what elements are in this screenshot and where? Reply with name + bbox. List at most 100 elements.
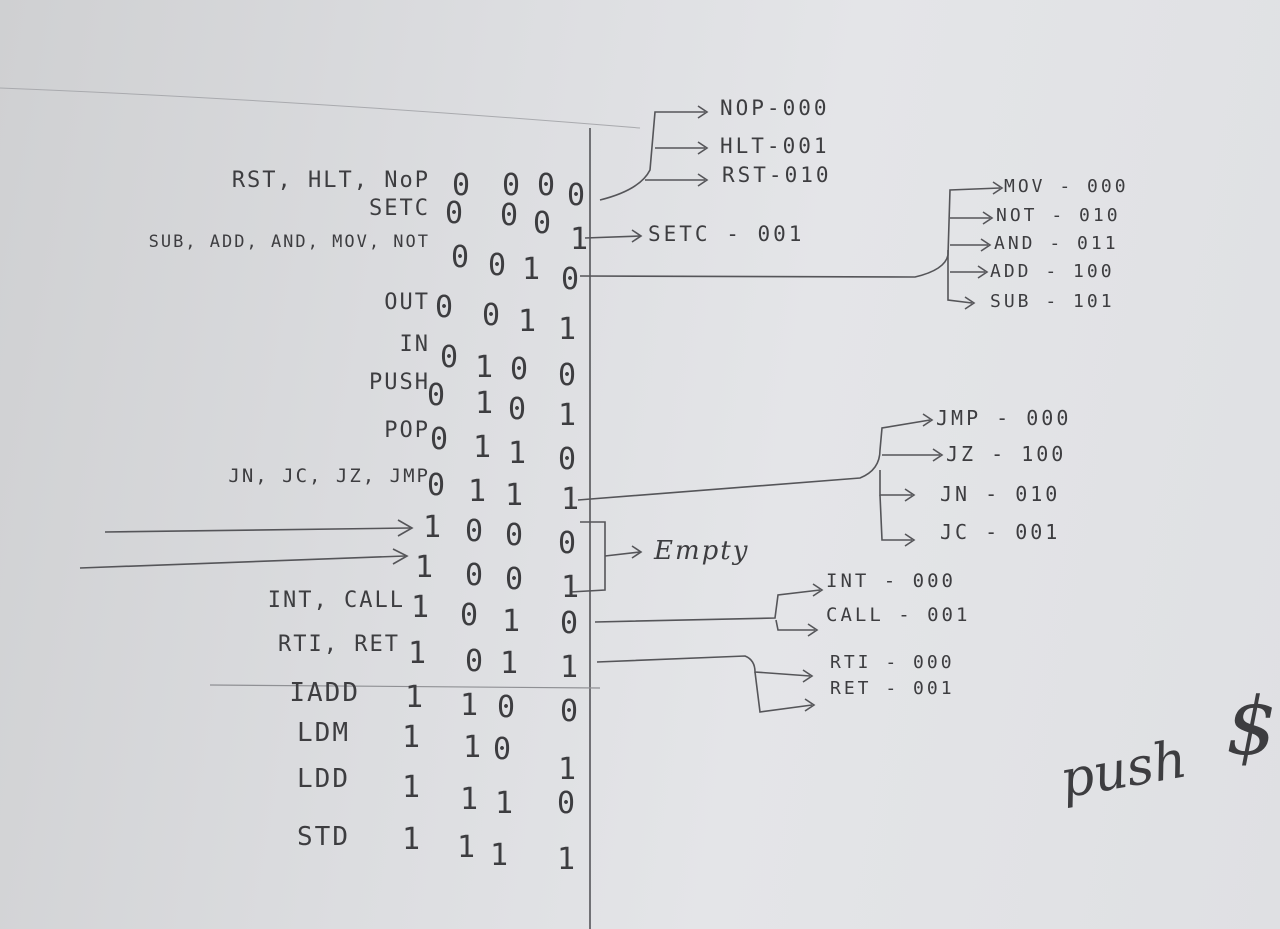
control-op: NOP-000 <box>720 96 830 120</box>
rti-ret-op: RET - 001 <box>830 678 955 699</box>
bit: 0 <box>566 178 588 213</box>
bit: 1 <box>459 688 481 723</box>
bit: 0 <box>556 786 578 821</box>
bit: 0 <box>481 298 503 333</box>
bit: 1 <box>472 430 494 465</box>
bit: 0 <box>492 732 514 767</box>
bit: 0 <box>507 392 529 427</box>
row-label: IADD <box>289 678 360 708</box>
bit: 1 <box>407 636 429 671</box>
jump-op: JN - 010 <box>940 482 1061 506</box>
row-label: RTI, RET <box>278 632 400 657</box>
row-label: IN <box>399 332 430 357</box>
row-label: LDD <box>297 764 350 794</box>
bit: 1 <box>557 398 579 433</box>
bit: 1 <box>517 304 539 339</box>
jump-op: JC - 001 <box>940 520 1061 544</box>
alu-op: NOT - 010 <box>996 205 1121 226</box>
bit: 0 <box>429 422 451 457</box>
bit: 1 <box>507 436 529 471</box>
bit: 1 <box>467 474 489 509</box>
bit: 0 <box>464 514 486 549</box>
bit: 0 <box>426 468 448 503</box>
control-op: RST-010 <box>722 163 832 187</box>
bit: 1 <box>462 730 484 765</box>
arrow-setc <box>584 235 641 239</box>
bit: 1 <box>557 752 579 787</box>
row-label: INT, CALL <box>267 588 405 613</box>
bit: 1 <box>414 550 436 585</box>
arrow-rti-ret <box>596 655 811 677</box>
bit: 0 <box>450 240 472 275</box>
bit: 0 <box>501 168 523 203</box>
bit: 1 <box>489 838 511 873</box>
jump-op: JMP - 000 <box>936 406 1072 430</box>
bit: 0 <box>536 168 558 203</box>
bit: 0 <box>499 198 521 233</box>
row-label: OUT <box>384 290 430 315</box>
bit: 0 <box>464 644 486 679</box>
bit: 1 <box>504 478 526 513</box>
bit: 0 <box>559 694 581 729</box>
alu-op: SUB - 101 <box>990 291 1115 312</box>
scribble-sign: $ <box>1226 680 1277 773</box>
bit: 1 <box>569 222 591 257</box>
alu-op: AND - 011 <box>994 233 1119 254</box>
bit: 0 <box>487 248 509 283</box>
bit: 1 <box>404 680 426 715</box>
bit: 1 <box>401 770 423 805</box>
bit: 1 <box>521 252 543 287</box>
control-op: HLT-001 <box>720 134 830 158</box>
int-call-op: INT - 000 <box>826 570 956 592</box>
bit: 1 <box>401 822 423 857</box>
bit: 1 <box>556 842 578 877</box>
arrow-nop <box>599 111 705 201</box>
bit: 1 <box>474 386 496 421</box>
bit: 1 <box>501 604 523 639</box>
alu-op: ADD - 100 <box>990 261 1115 282</box>
bit: 0 <box>464 558 486 593</box>
bit: 0 <box>439 340 461 375</box>
bit: 1 <box>560 482 582 517</box>
bit: 0 <box>451 168 473 203</box>
bit: 0 <box>557 442 579 477</box>
row-label: JN, JC, JZ, JMP <box>228 465 430 487</box>
bit: 0 <box>459 598 481 633</box>
arrow-row-1001 <box>79 555 406 569</box>
jump-op: JZ - 100 <box>946 442 1067 466</box>
row-label: RST, HLT, NoP <box>231 168 430 193</box>
bit: 0 <box>504 518 526 553</box>
empty-label: Empty <box>654 536 750 566</box>
alu-op: MOV - 000 <box>1004 176 1129 197</box>
bit: 1 <box>410 590 432 625</box>
row-label: LDM <box>297 718 350 748</box>
rti-ret-op: RTI - 000 <box>830 652 955 673</box>
arrow-jump <box>577 419 931 501</box>
bit: 0 <box>560 262 582 297</box>
bit: 1 <box>401 720 423 755</box>
bit: 1 <box>499 646 521 681</box>
row-label: SUB, ADD, AND, MOV, NOT <box>148 232 430 252</box>
bit: 0 <box>559 606 581 641</box>
bit: 1 <box>456 830 478 865</box>
bit: 1 <box>474 350 496 385</box>
bit: 1 <box>557 312 579 347</box>
bit: 0 <box>509 352 531 387</box>
bit: 0 <box>434 290 456 325</box>
int-call-op: CALL - 001 <box>826 604 971 626</box>
bit: 0 <box>557 358 579 393</box>
row-label: POP <box>384 418 430 443</box>
bit: 0 <box>557 526 579 561</box>
bit: 0 <box>532 206 554 241</box>
row-label: SETC <box>369 196 430 221</box>
bit: 1 <box>459 782 481 817</box>
bit: 1 <box>560 570 582 605</box>
bit: 1 <box>422 510 444 545</box>
row-label: PUSH <box>369 370 430 395</box>
setc-op: SETC - 001 <box>648 222 805 246</box>
bit: 0 <box>444 196 466 231</box>
arrow-int-call <box>594 589 821 623</box>
arrow-row-1000 <box>104 527 411 533</box>
